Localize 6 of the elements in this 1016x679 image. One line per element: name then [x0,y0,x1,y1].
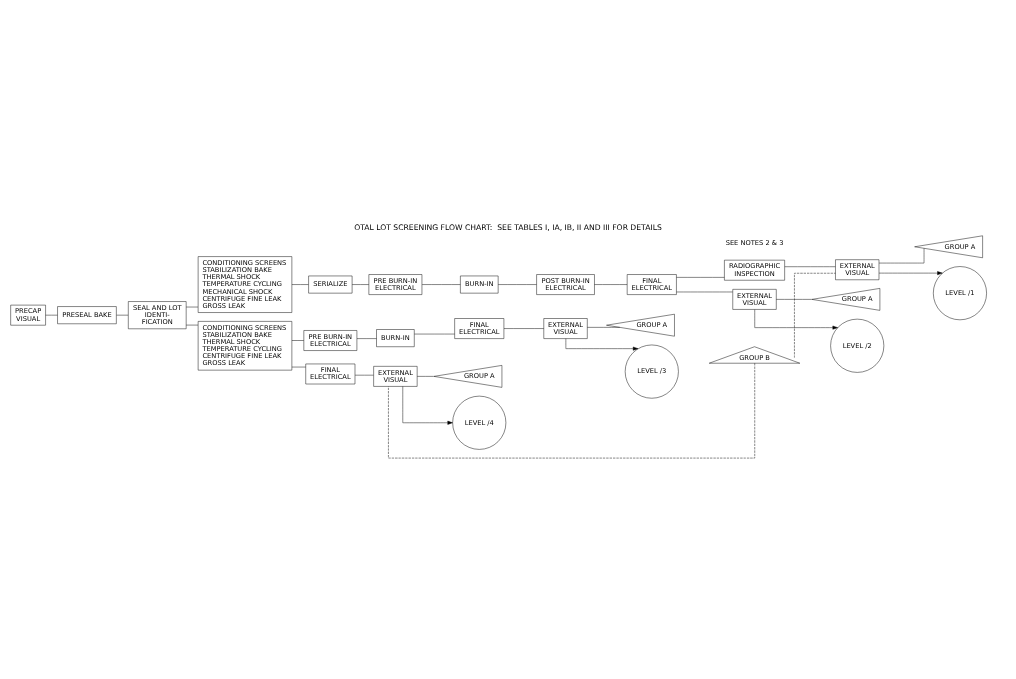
arrow [878,270,943,275]
connector [794,272,836,358]
arrow [402,385,453,425]
arrow [754,308,838,330]
connector [776,298,813,300]
connector [416,375,435,377]
